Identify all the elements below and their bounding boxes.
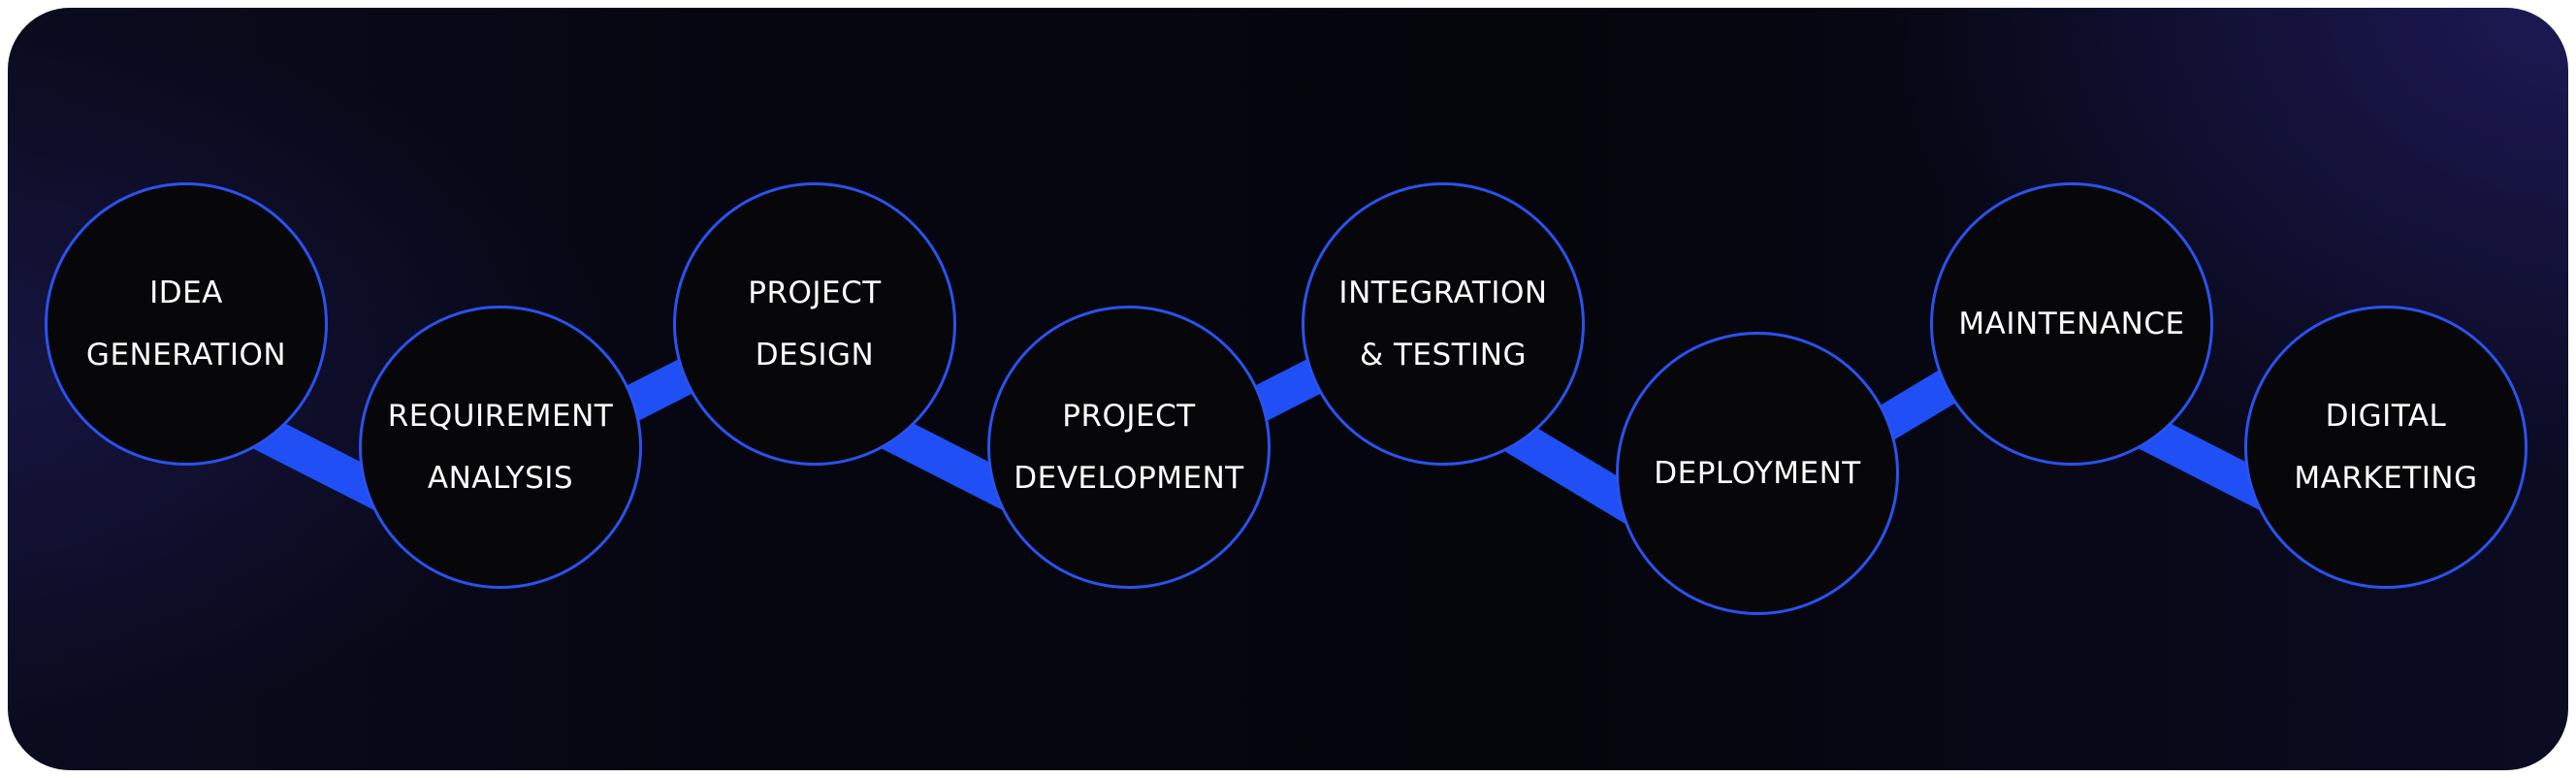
step-integration-testing: INTEGRATION & TESTING <box>1302 182 1585 466</box>
step-label: INTEGRATION & TESTING <box>1338 276 1548 373</box>
process-diagram-panel: IDEA GENERATION REQUIREMENT ANALYSIS PRO… <box>8 8 2568 770</box>
step-label: DEPLOYMENT <box>1654 456 1861 491</box>
step-label: DIGITAL MARKETING <box>2294 399 2478 496</box>
step-label: IDEA GENERATION <box>85 276 287 373</box>
step-project-design: PROJECT DESIGN <box>673 182 956 466</box>
step-maintenance: MAINTENANCE <box>1930 182 2213 466</box>
step-project-development: PROJECT DEVELOPMENT <box>987 306 1271 589</box>
step-label: REQUIREMENT ANALYSIS <box>387 399 614 496</box>
step-requirement-analysis: REQUIREMENT ANALYSIS <box>359 306 642 589</box>
step-label: PROJECT DESIGN <box>748 276 882 373</box>
step-digital-marketing: DIGITAL MARKETING <box>2244 306 2528 589</box>
step-idea-generation: IDEA GENERATION <box>45 182 328 466</box>
step-label: MAINTENANCE <box>1958 307 2185 341</box>
step-label: PROJECT DEVELOPMENT <box>1014 399 1244 496</box>
step-deployment: DEPLOYMENT <box>1616 332 1899 615</box>
